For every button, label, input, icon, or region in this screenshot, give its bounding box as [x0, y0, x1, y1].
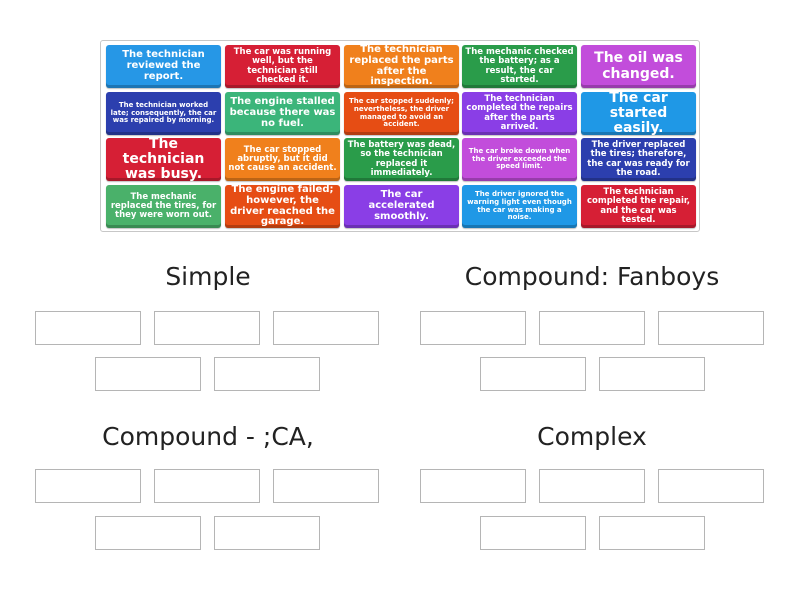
- sentence-card[interactable]: The driver replaced the tires; therefore…: [581, 138, 696, 181]
- sentence-card[interactable]: The technician completed the repair, and…: [581, 185, 696, 228]
- card-bank: The technician reviewed the report. The …: [100, 40, 700, 232]
- drop-slot[interactable]: [214, 516, 320, 550]
- drop-slot[interactable]: [480, 516, 586, 550]
- drop-slot[interactable]: [599, 357, 705, 391]
- drop-slot[interactable]: [35, 469, 141, 503]
- sentence-card[interactable]: The engine stalled because there was no …: [225, 92, 340, 135]
- sentence-card[interactable]: The engine failed; however, the driver r…: [225, 185, 340, 228]
- drop-slot[interactable]: [658, 469, 764, 503]
- drop-slot[interactable]: [539, 469, 645, 503]
- drop-slot[interactable]: [273, 469, 379, 503]
- sentence-card[interactable]: The car broke down when the driver excee…: [462, 138, 577, 181]
- sentence-card[interactable]: The driver ignored the warning light eve…: [462, 185, 577, 228]
- drop-slot[interactable]: [539, 311, 645, 345]
- sentence-card[interactable]: The technician reviewed the report.: [106, 45, 221, 88]
- sentence-card[interactable]: The car accelerated smoothly.: [344, 185, 459, 228]
- sentence-card[interactable]: The technician worked late; consequently…: [106, 92, 221, 135]
- drop-slot[interactable]: [420, 311, 526, 345]
- sentence-card[interactable]: The technician was busy.: [106, 138, 221, 181]
- drop-slot[interactable]: [599, 516, 705, 550]
- sentence-card[interactable]: The car was running well, but the techni…: [225, 45, 340, 88]
- sentence-card[interactable]: The oil was changed.: [581, 45, 696, 88]
- drop-slot[interactable]: [273, 311, 379, 345]
- drop-slot[interactable]: [35, 311, 141, 345]
- sentence-card[interactable]: The car started easily.: [581, 92, 696, 135]
- drop-slot[interactable]: [154, 469, 260, 503]
- sentence-card[interactable]: The mechanic replaced the tires, for the…: [106, 185, 221, 228]
- drop-slot[interactable]: [95, 357, 201, 391]
- sentence-card[interactable]: The battery was dead, so the technician …: [344, 138, 459, 181]
- drop-slot[interactable]: [420, 469, 526, 503]
- drop-slot[interactable]: [95, 516, 201, 550]
- drop-slot[interactable]: [658, 311, 764, 345]
- sentence-card[interactable]: The technician replaced the parts after …: [344, 45, 459, 88]
- group-title-complex: Complex: [537, 422, 647, 451]
- group-title-compound-fanboys: Compound: Fanboys: [464, 262, 720, 291]
- drop-slot[interactable]: [154, 311, 260, 345]
- sentence-card[interactable]: The mechanic checked the battery; as a r…: [462, 45, 577, 88]
- sentence-card[interactable]: The car stopped abruptly, but it did not…: [225, 138, 340, 181]
- drop-slot[interactable]: [214, 357, 320, 391]
- group-title-simple: Simple: [165, 262, 251, 291]
- drop-slot[interactable]: [480, 357, 586, 391]
- sentence-card[interactable]: The car stopped suddenly; nevertheless, …: [344, 92, 459, 135]
- group-title-compound-ca: Compound - ;CA,: [102, 422, 314, 451]
- sentence-card[interactable]: The technician completed the repairs aft…: [462, 92, 577, 135]
